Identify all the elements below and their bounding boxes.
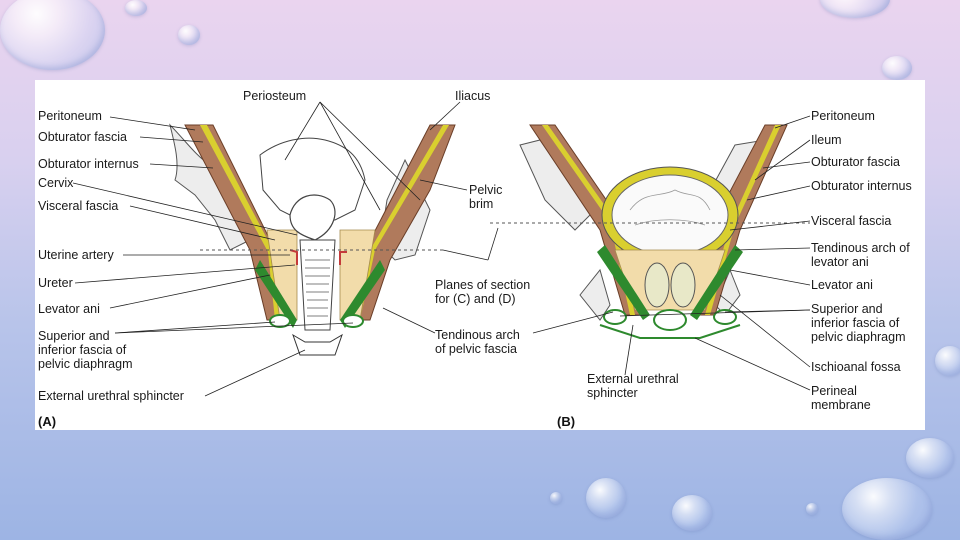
label-line: Superior and [811, 302, 906, 316]
label-line: membrane [811, 398, 871, 412]
label-line: pelvic diaphragm [38, 357, 133, 371]
label-superior-inferior-fascia-b: Superior and inferior fascia of pelvic d… [811, 302, 906, 344]
label-peritoneum-a: Peritoneum [38, 109, 102, 123]
label-line: Tendinous arch [435, 328, 520, 342]
label-levator-ani-b: Levator ani [811, 278, 873, 292]
label-line: Pelvic [469, 183, 502, 197]
bubble-decoration [586, 478, 626, 518]
label-pelvic-brim: Pelvic brim [469, 183, 502, 211]
label-line: sphincter [587, 386, 679, 400]
label-external-urethral-sphincter-b: External urethral sphincter [587, 372, 679, 400]
label-line: inferior fascia of [38, 343, 133, 357]
label-uterine-artery: Uterine artery [38, 248, 114, 262]
label-tendinous-arch-pelvic-fascia: Tendinous arch of pelvic fascia [435, 328, 520, 356]
label-line: brim [469, 197, 502, 211]
bubble-decoration [125, 0, 147, 16]
bubble-decoration [882, 56, 912, 80]
label-obturator-internus-b: Obturator internus [811, 179, 912, 193]
label-ureter: Ureter [38, 276, 73, 290]
label-superior-inferior-fascia-a: Superior and inferior fascia of pelvic d… [38, 329, 133, 371]
bubble-decoration [178, 25, 200, 45]
panel-b-drawing [490, 125, 810, 338]
bubble-decoration [0, 0, 105, 70]
label-line: Perineal [811, 384, 871, 398]
label-cervix: Cervix [38, 176, 73, 190]
label-obturator-fascia-b: Obturator fascia [811, 155, 900, 169]
label-line: levator ani [811, 255, 910, 269]
label-tendinous-arch-levator-ani: Tendinous arch of levator ani [811, 241, 910, 269]
label-line: Planes of section [435, 278, 530, 292]
bubble-decoration [550, 492, 562, 504]
bubble-decoration [820, 0, 890, 18]
label-line: of pelvic fascia [435, 342, 520, 356]
label-obturator-internus-a: Obturator internus [38, 157, 139, 171]
bubble-decoration [935, 346, 960, 376]
label-visceral-fascia-a: Visceral fascia [38, 199, 118, 213]
label-line: Tendinous arch of [811, 241, 910, 255]
pelvis-cross-section-illustration [35, 80, 925, 430]
label-line: External urethral [587, 372, 679, 386]
bubble-decoration [842, 478, 932, 540]
label-levator-ani-a: Levator ani [38, 302, 100, 316]
bubble-decoration [906, 438, 954, 478]
bubble-decoration [806, 503, 818, 515]
panel-b-letter: (B) [557, 414, 575, 429]
label-external-urethral-sphincter-a: External urethral sphincter [38, 389, 184, 403]
label-peritoneum-b: Peritoneum [811, 109, 875, 123]
label-ischioanal-fossa: Ischioanal fossa [811, 360, 901, 374]
label-line: pelvic diaphragm [811, 330, 906, 344]
label-planes-of-section: Planes of section for (C) and (D) [435, 278, 530, 306]
bubble-decoration [672, 495, 712, 531]
label-obturator-fascia-a: Obturator fascia [38, 130, 127, 144]
panel-a-letter: (A) [38, 414, 56, 429]
label-line: Superior and [38, 329, 133, 343]
label-ileum: Ileum [811, 133, 842, 147]
label-line: for (C) and (D) [435, 292, 530, 306]
panel-a-drawing [170, 125, 455, 355]
label-perineal-membrane: Perineal membrane [811, 384, 871, 412]
label-line: inferior fascia of [811, 316, 906, 330]
anatomy-figure: Peritoneum Obturator fascia Obturator in… [35, 80, 925, 430]
label-visceral-fascia-b: Visceral fascia [811, 214, 891, 228]
label-iliacus: Iliacus [455, 89, 490, 103]
label-periosteum: Periosteum [243, 89, 306, 103]
